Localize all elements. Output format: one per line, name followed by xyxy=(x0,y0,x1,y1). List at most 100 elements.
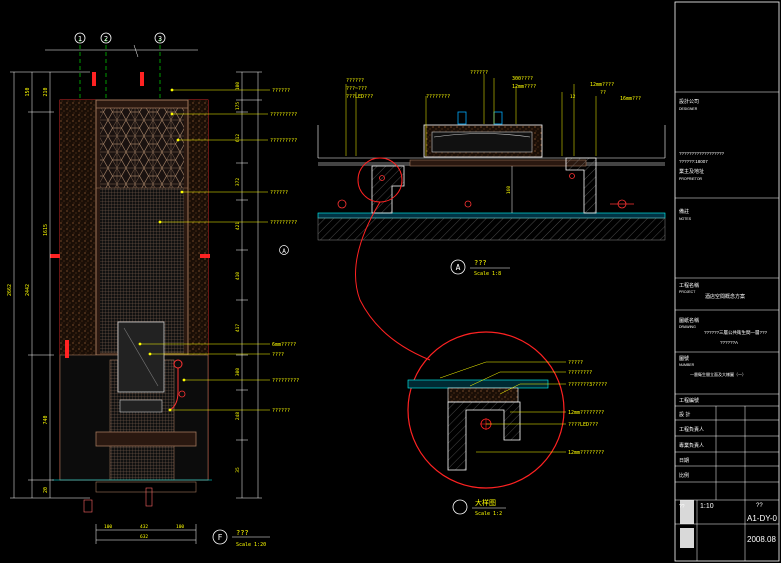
tb-notes-en: NOTES xyxy=(679,217,692,221)
section-scale: Scale 1:8 xyxy=(474,271,501,277)
tb-client-label: 業主及地址 xyxy=(679,168,704,175)
detail-label-5: ????LED??? xyxy=(568,422,598,428)
section-label-2: ???~??? xyxy=(346,86,367,92)
tb-scale-label: 比例 xyxy=(679,472,689,479)
section-title: ??? xyxy=(474,259,487,267)
label-7: 6mm????? xyxy=(272,342,296,348)
right-dimensions: 100 175 612 372 421 410 417 300 248 35 xyxy=(235,71,262,499)
dim-b2: 432 xyxy=(140,524,148,530)
dim-h1: 150 xyxy=(25,87,31,96)
tb-project-no: ??????:18007 xyxy=(679,159,708,164)
label-2: ????????? xyxy=(270,112,297,118)
dim-h5: 740 xyxy=(43,415,49,424)
fixing-clips xyxy=(50,72,210,358)
label-9: ?????? xyxy=(272,408,290,414)
dim-h2: 1615 xyxy=(43,224,49,236)
tb-drawing-no-en: NUMBER xyxy=(679,363,695,367)
tb-date-value: 2008.08 xyxy=(747,535,776,544)
stone-wall-left xyxy=(60,100,96,355)
section-label-10: 16mm??? xyxy=(620,96,641,102)
label-8: ???? xyxy=(272,352,284,358)
dim-r2: 175 xyxy=(235,102,241,110)
grid-marker-2: 2 xyxy=(104,35,108,43)
title-block: 設計公司 DESIGNER ?????????????????? ??????:… xyxy=(674,1,780,562)
tb-date-label: 日期 xyxy=(679,458,689,464)
dim-h3: 2442 xyxy=(25,284,31,296)
section-label-9: ?? xyxy=(600,90,606,96)
dim-r10: 35 xyxy=(235,467,241,473)
left-dimensions: 2662 150 2442 1615 740 210 20 xyxy=(7,71,90,499)
detail-label-3: ???????3????? xyxy=(568,382,607,388)
tb-project-code: ?????????????????? xyxy=(679,151,725,156)
tb-sheet-value: ?? xyxy=(756,503,763,509)
vanity-top xyxy=(95,431,197,447)
section-dim-160: 160 xyxy=(506,186,512,194)
detail-callout: ????? ???????? ???????3????? 12mm???????… xyxy=(355,157,607,517)
section-a: 160 ?????? ???~??? ???LED??? ???????? ??… xyxy=(317,70,666,277)
tb-drawing-no-value: 一層衛生間立面及大樣圖（一） xyxy=(690,371,746,377)
detail-title: 大样图 xyxy=(475,498,496,507)
dim-r9: 248 xyxy=(235,412,241,420)
elevation-leaders: ?????? ????????? ????????? ?????? ??????… xyxy=(138,88,299,414)
detail-label-2: ???????? xyxy=(568,370,592,376)
label-4: ?????? xyxy=(270,190,288,196)
dim-h7: 20 xyxy=(43,487,49,493)
label-6: ????????? xyxy=(272,378,299,384)
tb-drawing-no-label: 圖號 xyxy=(679,355,689,362)
section-label-1: ?????? xyxy=(346,78,364,84)
tb-company: 設計公司 xyxy=(679,98,699,105)
dim-r6: 410 xyxy=(235,272,241,280)
elevation-scale: Scale 1:20 xyxy=(236,542,266,548)
dim-h6: 210 xyxy=(43,87,49,96)
section-label-6: 300???? xyxy=(512,76,533,82)
grid-marker-3: 3 xyxy=(158,35,162,43)
detail-label-4: 12mm???????? xyxy=(568,410,604,416)
section-label-8: 12mm???? xyxy=(590,82,614,88)
floor-slab xyxy=(317,217,666,241)
section-dim-12: 12 xyxy=(570,94,576,100)
tb-scale-value: 1:10 xyxy=(700,503,714,510)
tb-company-en: DESIGNER xyxy=(679,107,698,111)
tb-code: A1-DY-0 xyxy=(747,514,777,523)
section-fixtures xyxy=(337,173,634,209)
detail-label-6: 12mm???????? xyxy=(568,450,604,456)
tb-drawing-name: ??????三層公共衛生間一層??? xyxy=(704,329,768,336)
tb-approved: 專業負責人 xyxy=(679,442,704,449)
dim-r1: 100 xyxy=(235,82,241,90)
tb-project-name: 酒店空間概念方案 xyxy=(705,293,745,300)
tb-design: 設 計 xyxy=(679,411,690,418)
tb-notes-label: 備註 xyxy=(679,208,689,215)
section-label-4: ???????? xyxy=(426,94,450,100)
tb-project-label: 工程名稱 xyxy=(679,282,699,289)
dim-r5: 421 xyxy=(235,222,241,230)
dim-r3: 612 xyxy=(235,134,241,142)
tb-drawing-sub: ??????A xyxy=(720,340,738,345)
overall-height: 2662 xyxy=(7,284,13,296)
detail-scale: Scale 1:2 xyxy=(475,511,502,517)
grid-markers: 1 2 3 xyxy=(45,32,198,110)
dim-b3: 100 xyxy=(176,524,184,530)
tb-drawing-en: DRAWING xyxy=(679,325,696,329)
elevation-f: 1 2 3 xyxy=(7,32,299,548)
grid-marker-1: 1 xyxy=(78,35,82,43)
dim-r4: 372 xyxy=(235,178,241,186)
section-label-5: ?????? xyxy=(470,70,488,76)
section-title-mark: A xyxy=(456,263,461,272)
tb-checked: 工程負責人 xyxy=(679,426,704,433)
section-label-3: ???LED??? xyxy=(346,94,373,100)
label-5: ????????? xyxy=(270,220,297,226)
dim-b4: 632 xyxy=(140,534,148,540)
bottom-dimensions: 100 432 100 632 xyxy=(95,524,197,544)
dim-b1: 100 xyxy=(104,524,112,530)
tb-client-en: PROPRIETOR xyxy=(679,177,703,181)
hex-lattice-panel xyxy=(100,108,184,188)
detail-label-1: ????? xyxy=(568,360,583,366)
dim-r8: 300 xyxy=(235,368,241,376)
stone-wall-right xyxy=(188,100,208,355)
elevation-title: ??? xyxy=(236,529,249,537)
elevation-title-mark: F xyxy=(218,533,223,542)
label-1: ?????? xyxy=(272,88,290,94)
tb-job-no: 工程編號 xyxy=(679,397,699,404)
label-3: ????????? xyxy=(270,138,297,144)
